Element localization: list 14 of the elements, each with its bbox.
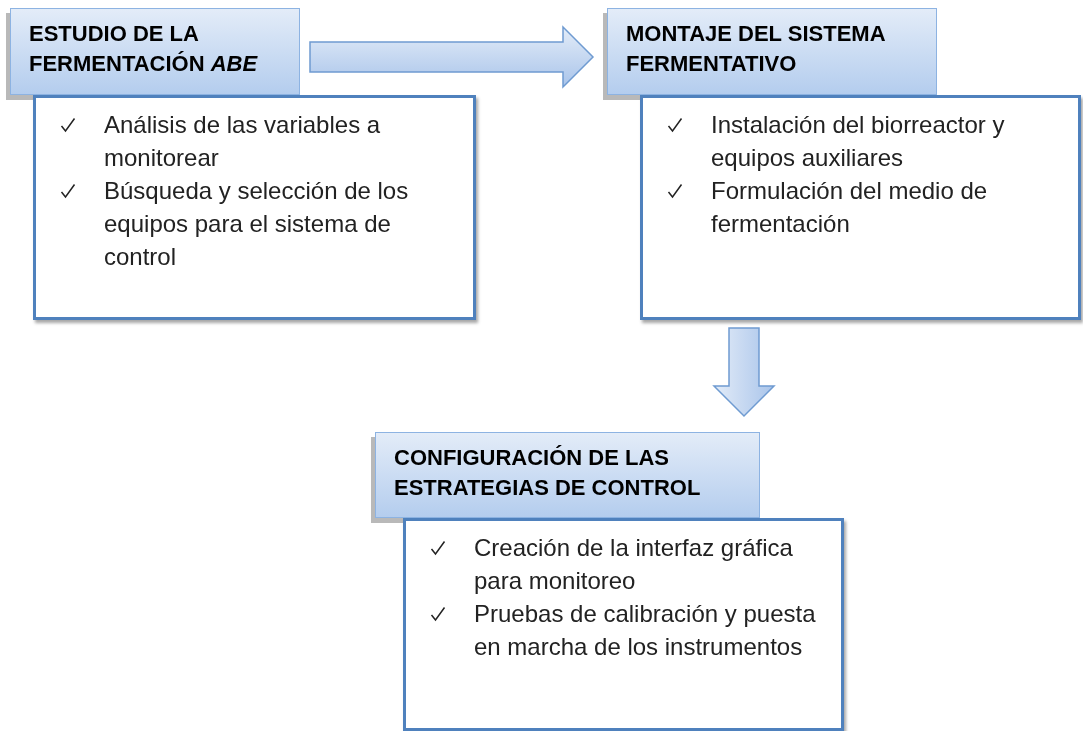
task-text: Análisis de las variables a monitorear: [104, 110, 382, 173]
task-text: Instalación del biorreactor y equipos auxiliares: [711, 110, 1006, 173]
task-list-box: [640, 95, 1081, 320]
task-text: Pruebas de calibración y puesta en marcha de los instrumentos: [474, 599, 817, 662]
task-text: Búsqueda y selección de los equipos para el sistema de control: [104, 176, 410, 272]
step-title: CONFIGURACIÓN DE LAS ESTRATEGIAS DE CONTROL: [394, 444, 702, 502]
block-arrow: [309, 25, 595, 89]
task-text: Creación de la interfaz gráfica para monitoreo: [474, 533, 794, 596]
task-list-box: [403, 518, 844, 731]
task-list-box: [33, 95, 476, 320]
task-text: Formulación del medio de fermentación: [711, 176, 989, 239]
step-title: MONTAJE DEL SISTEMA FERMENTATIVO: [626, 20, 886, 78]
block-arrow: [712, 327, 776, 418]
step-title: ESTUDIO DE LA FERMENTACIÓN ABE: [29, 20, 259, 78]
